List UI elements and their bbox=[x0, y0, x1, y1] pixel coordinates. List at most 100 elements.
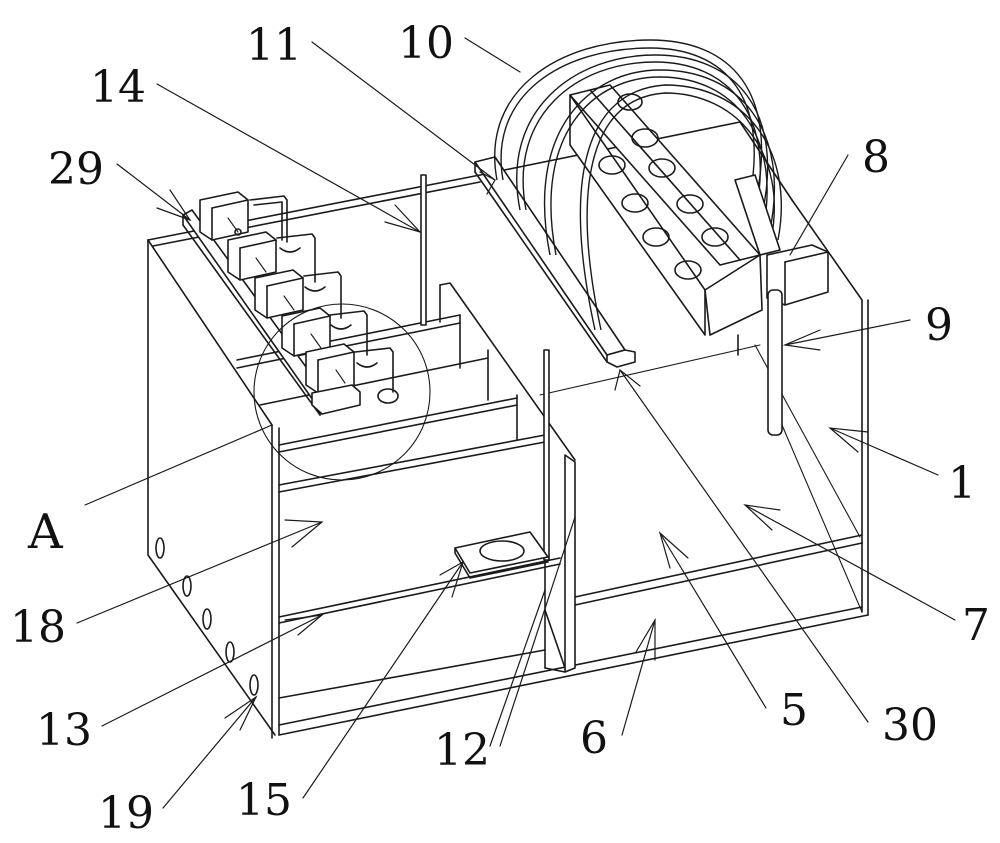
rod-9-body bbox=[767, 289, 783, 436]
valve-stem bbox=[283, 295, 295, 311]
shelf-line-4b bbox=[278, 441, 546, 493]
support-bar-under bbox=[474, 171, 608, 363]
label-a: A bbox=[27, 504, 64, 560]
label-29: 29 bbox=[48, 144, 104, 195]
side-hole bbox=[182, 575, 192, 597]
valve-handle bbox=[329, 310, 368, 356]
label-18: 18 bbox=[10, 602, 66, 653]
label-10: 10 bbox=[398, 18, 454, 69]
label-15: 15 bbox=[236, 775, 292, 826]
leader-11 bbox=[311, 41, 496, 181]
valve-stem-tip bbox=[234, 228, 242, 236]
holder-plate-15 bbox=[454, 531, 549, 579]
valve-handle bbox=[303, 271, 342, 319]
right-floor-edge-2 bbox=[574, 542, 863, 606]
valve-stem bbox=[310, 333, 322, 349]
arrow-30 bbox=[614, 368, 641, 391]
arrow-7 bbox=[743, 504, 781, 531]
holder-plate-hole bbox=[479, 540, 525, 562]
rack-hole bbox=[676, 194, 704, 214]
leader-a bbox=[84, 424, 273, 506]
label-12: 12 bbox=[434, 725, 490, 776]
left-side-panel bbox=[147, 239, 276, 736]
leader-12b bbox=[489, 589, 546, 747]
block-8-edge bbox=[784, 251, 829, 263]
leader-8 bbox=[789, 154, 849, 256]
right-floor-diagonal-2 bbox=[781, 424, 863, 613]
label-13: 13 bbox=[36, 705, 92, 756]
valve-block bbox=[227, 231, 316, 283]
valve-box bbox=[254, 269, 304, 319]
label-6: 6 bbox=[580, 713, 608, 764]
valve-handle bbox=[276, 233, 316, 283]
valve-cup bbox=[330, 324, 352, 330]
partition-plate-12 bbox=[544, 439, 576, 673]
back-floor-line bbox=[539, 344, 761, 396]
rack-hole bbox=[701, 227, 729, 247]
valve-stem bbox=[335, 369, 346, 384]
rack-hole bbox=[648, 158, 676, 178]
diagonal-divider bbox=[439, 282, 576, 461]
label-1: 1 bbox=[948, 458, 976, 509]
leader-5 bbox=[659, 532, 767, 709]
label-11: 11 bbox=[246, 20, 302, 71]
arrow-11 bbox=[479, 171, 496, 195]
valve-handle bbox=[249, 195, 288, 243]
shelf-13b bbox=[278, 563, 561, 624]
valve-stem bbox=[255, 257, 267, 273]
leader-1 bbox=[829, 427, 939, 476]
leader-19 bbox=[162, 696, 257, 809]
label-30: 30 bbox=[882, 700, 938, 751]
arched-tube bbox=[579, 84, 783, 331]
label-14: 14 bbox=[90, 62, 146, 113]
leader-12 bbox=[499, 516, 576, 747]
valve-base bbox=[311, 384, 361, 415]
holder-plate-top bbox=[454, 531, 549, 574]
rod-14 bbox=[420, 174, 427, 326]
tube-rack bbox=[569, 84, 763, 336]
left-top-edge bbox=[147, 239, 273, 426]
valve-block bbox=[305, 343, 399, 404]
detail-circle-a bbox=[253, 303, 431, 481]
arrow-9 bbox=[782, 329, 821, 351]
left-compartment bbox=[236, 282, 576, 699]
rack-hole bbox=[642, 227, 670, 247]
arched-tube bbox=[586, 92, 776, 331]
leader-lines bbox=[76, 37, 956, 809]
block-8-body bbox=[766, 244, 829, 306]
valve-handle-inner bbox=[253, 201, 283, 241]
rack-hole bbox=[598, 155, 626, 175]
leader-29 bbox=[116, 163, 191, 221]
valve-cup bbox=[356, 362, 378, 368]
leader-10 bbox=[464, 37, 521, 73]
valve-box-edge bbox=[211, 199, 249, 209]
arched-tube bbox=[494, 39, 763, 206]
bottom-front-edge bbox=[278, 614, 869, 736]
valve-blocks bbox=[199, 191, 399, 415]
shelf-line-3 bbox=[278, 397, 518, 446]
rack-end-face bbox=[704, 254, 763, 336]
block-8 bbox=[734, 174, 829, 306]
rack-hole bbox=[621, 193, 649, 213]
lower-interior-line bbox=[278, 649, 546, 699]
arrow-13 bbox=[284, 614, 324, 636]
support-bar-11 bbox=[474, 156, 636, 368]
partition-bottom bbox=[544, 667, 566, 673]
leader-7 bbox=[744, 504, 956, 621]
leader-18 bbox=[76, 521, 323, 624]
leader-30 bbox=[619, 369, 869, 723]
middle-rod-body bbox=[543, 349, 550, 561]
side-hole bbox=[202, 608, 212, 630]
arrow-19 bbox=[224, 695, 258, 731]
rod-9 bbox=[737, 289, 783, 436]
shelf-line-1b bbox=[236, 322, 461, 369]
leader-14 bbox=[156, 83, 421, 233]
block-8-strip bbox=[734, 174, 781, 256]
arrow-29 bbox=[156, 189, 192, 222]
middle-rod bbox=[543, 349, 550, 561]
side-hole bbox=[155, 537, 165, 559]
valve-box-edge bbox=[293, 315, 331, 325]
arrow-15 bbox=[439, 560, 465, 598]
